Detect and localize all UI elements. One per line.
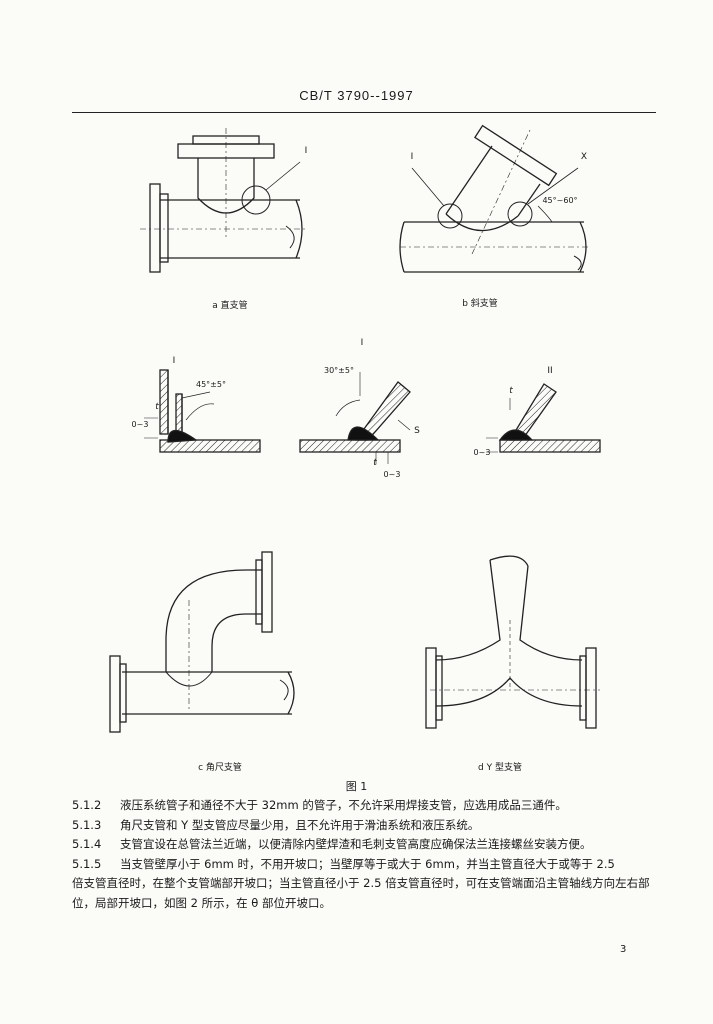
figure-a-straight-branch: [140, 128, 306, 273]
clause-number: 5.1.5: [72, 856, 102, 871]
header-rule: [72, 112, 656, 113]
detail-1-label: I: [172, 356, 176, 366]
fig-d-caption: d Y 型支管: [478, 763, 522, 773]
detail-2-t: t: [373, 458, 377, 468]
clause-number: 5.1.3: [72, 817, 102, 832]
clause-text: 支管宜设在总管法兰近端，以便清除内壁焊渣和毛刺支管高度应确保法兰连接螺丝安装方便…: [120, 837, 592, 851]
clause-number: 5.1.2: [72, 798, 102, 812]
page-number: 3: [620, 944, 627, 955]
clause-continuation: 倍支管直径时，在整个支管端部开坡口；当主管直径小于 2.5 倍支管直径时，可在支…: [72, 876, 650, 910]
clause-item: 5.1.3 角尺支管和 Y 型支管应尽量少用，且不允许用于滑油系统和液压系统。: [72, 816, 662, 836]
detail-3-small-weld: [486, 383, 601, 453]
fig-a-callout: I: [304, 146, 308, 156]
detail-2-gap: 0~3: [383, 470, 401, 479]
detail-1-t: t: [155, 402, 159, 412]
fig-c-caption: c 角尺支管: [198, 763, 242, 773]
details-group-label: I: [360, 338, 364, 348]
clause-number: 5.1.4: [72, 837, 102, 851]
detail-3-gap: 0~3: [473, 448, 491, 457]
detail-2-s: S: [414, 426, 420, 436]
fig-b-callout-left: I: [410, 152, 414, 162]
clause-text: 当支管壁厚小于 6mm 时，不用开坡口；当壁厚等于或大于 6mm，并当主管直径大…: [120, 856, 615, 871]
figure-b-oblique-branch: [399, 124, 590, 273]
detail-3-t: t: [509, 386, 513, 396]
fig-b-callout-right: X: [580, 152, 588, 162]
figure-c-elbow-branch: [109, 551, 295, 733]
figure-d-y-branch: [425, 555, 600, 729]
clause-item: 5.1.2 液压系统管子和通径不大于 32mm 的管子，不允许采用焊接支管，应选…: [72, 796, 662, 816]
clause-text: 角尺支管和 Y 型支管应尽量少用，且不允许用于滑油系统和液压系统。: [120, 817, 480, 832]
detail-1-straight-weld: [144, 369, 261, 453]
fig-a-caption: a 直支管: [212, 301, 248, 311]
clause-item: 5.1.4 支管宜设在总管法兰近端，以便清除内壁焊渣和毛刺支管高度应确保法兰连接…: [72, 835, 662, 855]
clause-item: 5.1.5 当支管壁厚小于 6mm 时，不用开坡口；当壁厚等于或大于 6mm，并…: [72, 855, 662, 875]
clause-text: 液压系统管子和通径不大于 32mm 的管子，不允许采用焊接支管，应选用成品三通件…: [120, 798, 567, 812]
detail-2-angle: 30°±5°: [324, 366, 354, 375]
detail-2-oblique-weld: [299, 372, 411, 464]
detail-1-angle: 45°±5°: [196, 380, 226, 389]
detail-1-gap: 0~3: [131, 420, 149, 429]
detail-3-label: II: [547, 366, 553, 376]
fig-b-caption: b 斜支管: [462, 299, 498, 309]
clause-list: 5.1.2 液压系统管子和通径不大于 32mm 的管子，不允许采用焊接支管，应选…: [72, 796, 662, 913]
figure-title: 图 1: [345, 780, 368, 793]
standard-header: CB/T 3790--1997: [299, 88, 414, 103]
fig-b-angle: 45°~60°: [542, 196, 578, 205]
